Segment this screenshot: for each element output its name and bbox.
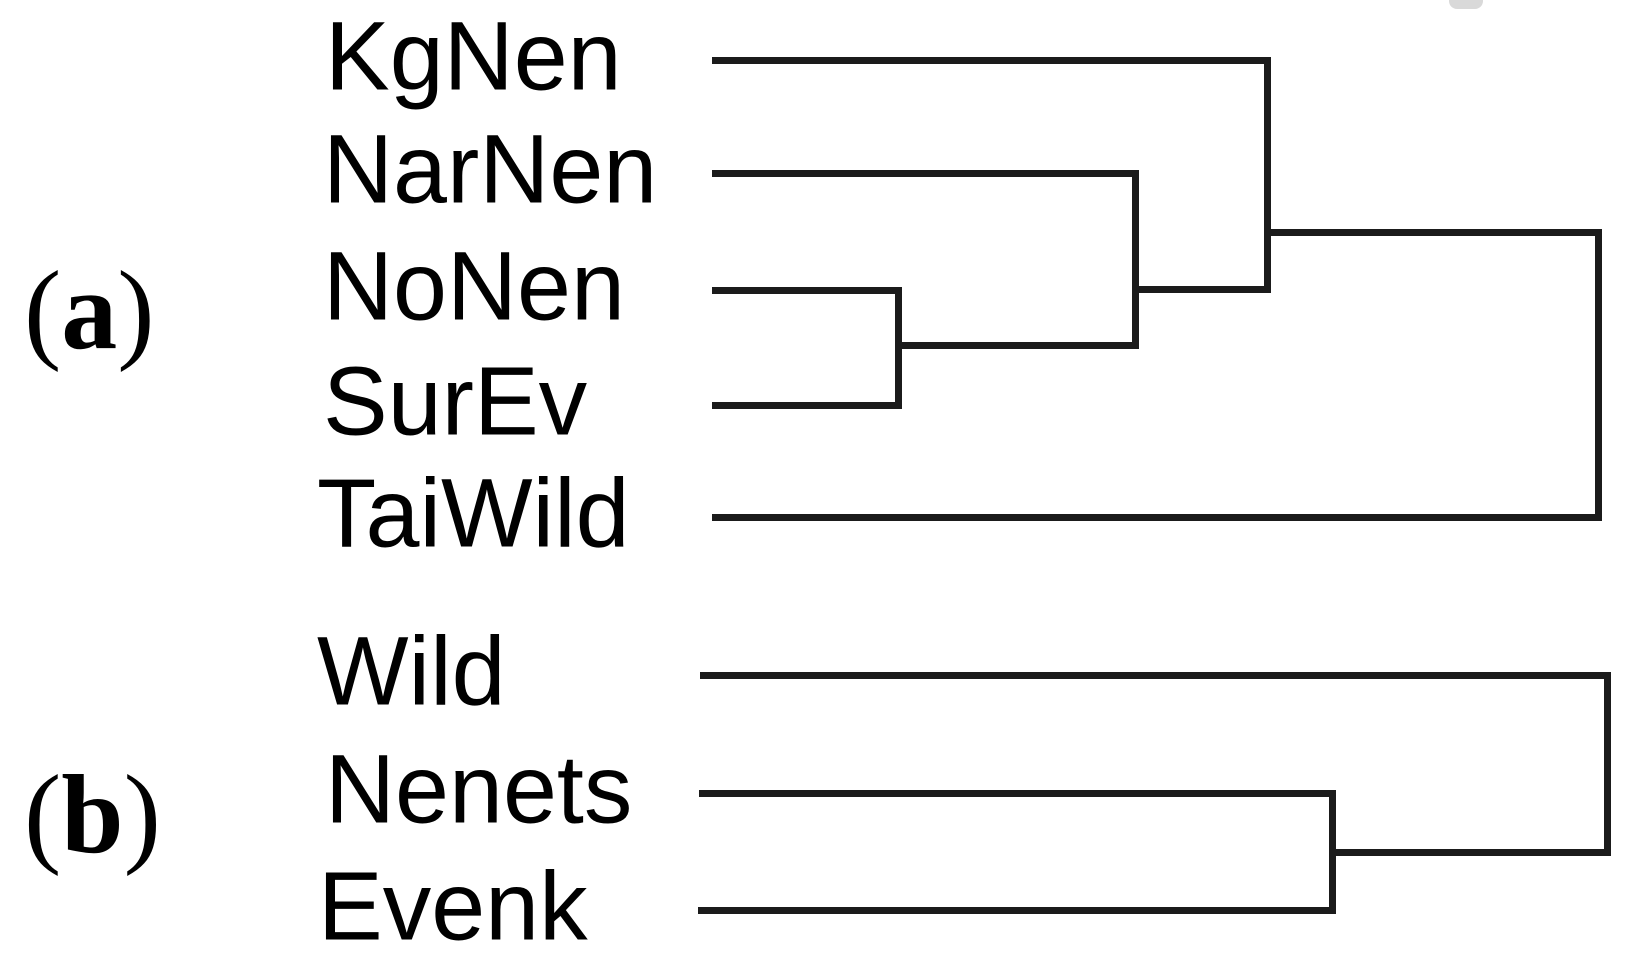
panel-b-letter: b (61, 753, 124, 877)
panel-b-paren-open: ( (24, 753, 62, 877)
panel-a-paren-open: ( (24, 249, 62, 373)
taxon-label-taiwild: TaiWild (317, 458, 630, 568)
kgnen-branch (712, 57, 1271, 64)
panel-a-label: (a) (24, 255, 155, 367)
wild-branch (700, 672, 1611, 679)
root-join-taiwild (1595, 229, 1602, 521)
join-kgnen-cluster (1264, 57, 1271, 293)
narnen-branch (712, 170, 1139, 177)
panel-b-paren-close: ) (123, 753, 161, 877)
root-join-wild (1604, 672, 1611, 856)
taxon-label-kgnen: KgNen (325, 1, 622, 111)
taxon-label-wild: Wild (317, 616, 506, 726)
panel-b-label: (b) (24, 759, 161, 871)
taxon-label-narnen: NarNen (323, 114, 658, 224)
taxon-label-surev: SurEv (323, 346, 588, 456)
panel-a-letter: a (61, 249, 118, 373)
link-nonen-surev (895, 342, 1139, 349)
taxon-label-nonen: NoNen (323, 231, 625, 341)
link-root-a (1264, 229, 1602, 236)
taiwild-branch (712, 514, 1602, 521)
surev-branch (712, 402, 902, 409)
link-nenets-evenk (1329, 849, 1611, 856)
evenk-branch (698, 907, 1336, 914)
scan-artifact (1449, 0, 1483, 9)
nonen-branch (712, 287, 902, 294)
taxon-label-evenk: Evenk (318, 851, 588, 961)
panel-a-paren-close: ) (117, 249, 155, 373)
join-narnen-cluster (1132, 170, 1139, 349)
link-narnen-cluster (1132, 286, 1271, 293)
nenets-branch (699, 790, 1336, 797)
taxon-label-nenets: Nenets (325, 734, 633, 844)
